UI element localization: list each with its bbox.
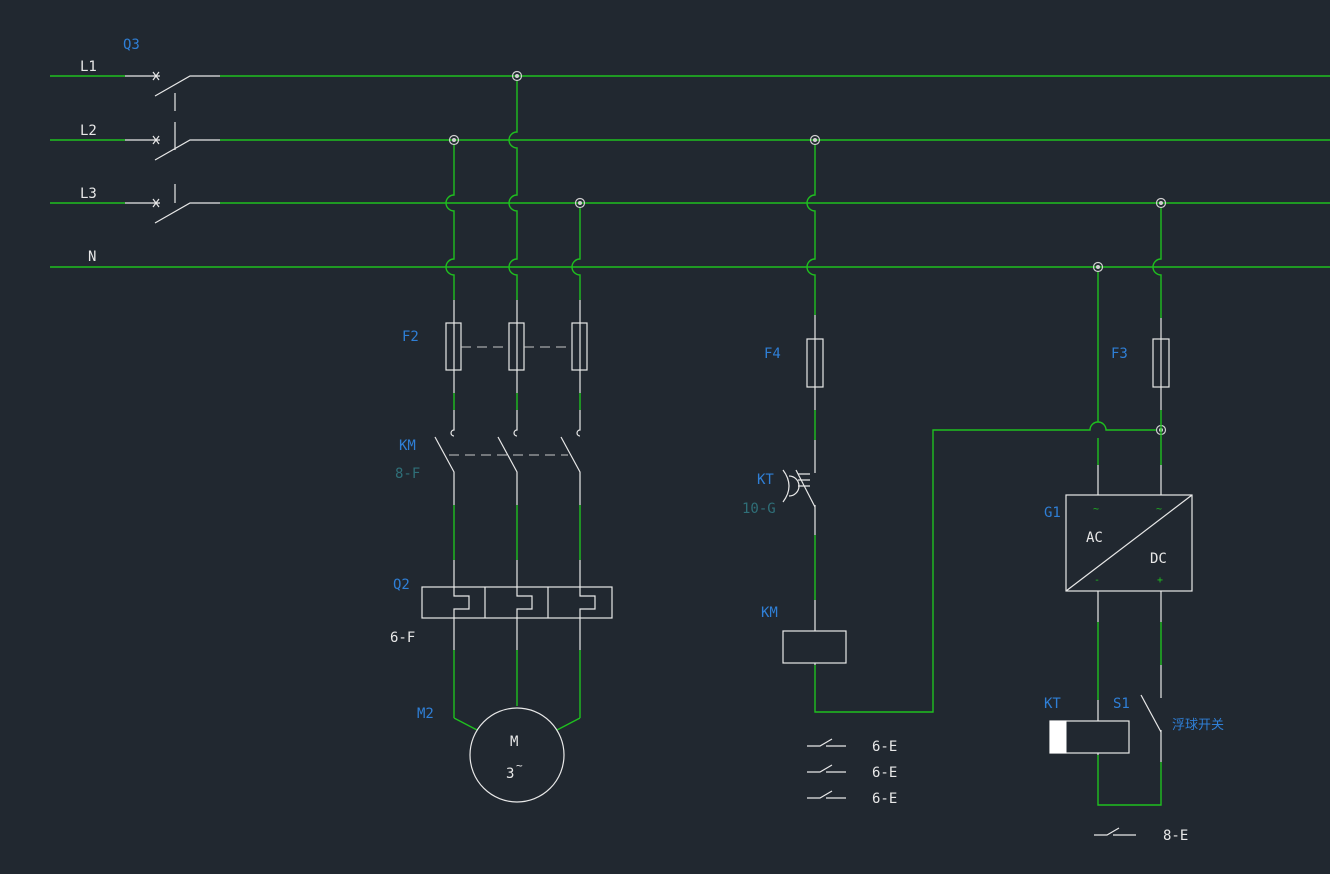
label-m2: M2 (417, 706, 434, 722)
motor-symbol-tilde: ~ (516, 759, 523, 772)
fuse-f3: F3 (1111, 318, 1170, 410)
junctions (448, 70, 1167, 436)
g1-ac-terminal-left: ~ (1093, 504, 1099, 515)
motor-branch-wires (445, 81, 581, 731)
kt-contact-ref-label: 8-E (1163, 828, 1188, 844)
label-float-switch: 浮球开关 (1172, 718, 1224, 733)
label-km-main: KM (399, 438, 416, 454)
contact-ref-list: 6-E 6-E 6-E (807, 738, 897, 807)
timer-coil-kt: KT (1044, 696, 1130, 755)
g1-dc-minus: - (1094, 575, 1100, 586)
label-q3: Q3 (123, 37, 140, 53)
label-ac: AC (1086, 530, 1103, 546)
label-s1: S1 (1113, 696, 1130, 712)
label-f3: F3 (1111, 346, 1128, 362)
line-label-l1: L1 (80, 59, 97, 75)
coil-km: KM (761, 600, 847, 665)
g1-ac-terminal-right: ~ (1156, 504, 1162, 515)
label-f2: F2 (402, 329, 419, 345)
line-labels: L1 L2 L3 N (80, 59, 97, 265)
line-label-n: N (88, 249, 96, 265)
contactor-km-main: KM 8-F (395, 410, 581, 505)
bus-lines (50, 75, 1330, 268)
power-supply-g1: G1 AC DC ~ ~ - + (1044, 465, 1193, 622)
float-switch-s1: S1 浮球开关 (1113, 665, 1224, 762)
ref-kt-contact: 10-G (742, 501, 776, 517)
label-kt-contact: KT (757, 472, 774, 488)
motor-symbol-3: 3 (506, 766, 514, 782)
contact-ref-2: 6-E (872, 765, 897, 781)
kt-contact-ref: 8-E (1094, 827, 1188, 844)
contact-ref-1: 6-E (872, 739, 897, 755)
label-kt-coil: KT (1044, 696, 1061, 712)
supply-branch-wires (1097, 208, 1162, 806)
line-label-l2: L2 (80, 123, 97, 139)
ref-q2: 6-F (390, 630, 415, 646)
line-label-l3: L3 (80, 186, 97, 202)
fuse-f2: F2 (402, 300, 588, 393)
label-q2: Q2 (393, 577, 410, 593)
breaker-q3: Q3 (123, 37, 220, 224)
ref-km-main: 8-F (395, 466, 420, 482)
motor-m2: M2 M 3 ~ (417, 706, 565, 803)
motor-symbol-m: M (510, 734, 518, 750)
contact-ref-3: 6-E (872, 791, 897, 807)
label-f4: F4 (764, 346, 781, 362)
label-dc: DC (1150, 551, 1167, 567)
timer-contact-kt: KT 10-G (742, 440, 816, 535)
control-branch-wires (806, 145, 1156, 713)
label-km-coil: KM (761, 605, 778, 621)
label-g1: G1 (1044, 505, 1061, 521)
overload-q2: Q2 6-F (390, 560, 613, 650)
fuse-f4: F4 (764, 315, 824, 410)
g1-dc-plus: + (1157, 575, 1163, 586)
